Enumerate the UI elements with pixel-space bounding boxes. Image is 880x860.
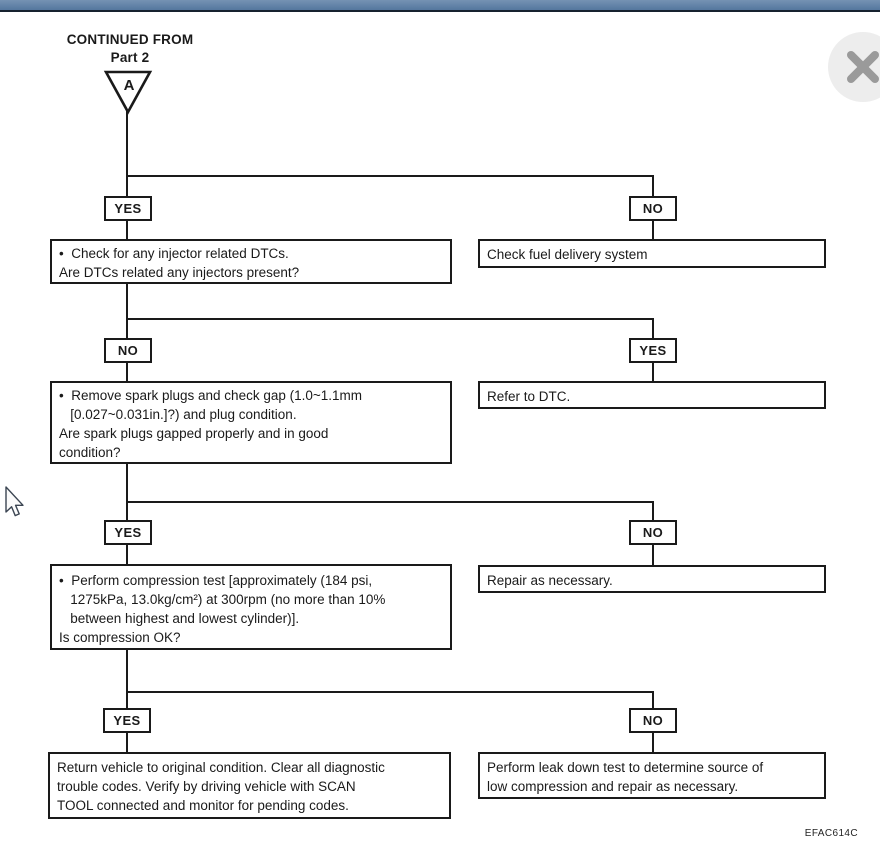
step-text-line: condition? (59, 445, 121, 460)
step-text-line: 1275kPa, 13.0kg/cm²) at 300rpm (no more … (59, 592, 386, 607)
step-text-line: Perform leak down test to determine sour… (487, 760, 764, 775)
step-box-row4-left: Return vehicle to original condition. Cl… (48, 752, 451, 819)
branch-line-row2 (126, 318, 654, 320)
step-box-row2-left: • Remove spark plugs and check gap (1.0~… (50, 381, 452, 464)
branch-label-row2-right: YES (629, 338, 677, 363)
mouse-cursor-icon (5, 486, 24, 517)
step-text-line: Return vehicle to original condition. Cl… (57, 760, 385, 775)
viewer-top-bar (0, 0, 880, 12)
step-text-line: • Check for any injector related DTCs. (59, 246, 289, 261)
branch-label-row3-right: NO (629, 520, 677, 545)
step-box-row3-right: Repair as necessary. (478, 565, 826, 593)
step-text-line: between highest and lowest cylinder)]. (59, 611, 300, 626)
step-box-row4-right: Perform leak down test to determine sour… (478, 752, 826, 799)
step-text-line: Check fuel delivery system (487, 247, 648, 262)
step-text-line: TOOL connected and monitor for pending c… (57, 798, 349, 813)
step-box-row2-right: Refer to DTC. (478, 381, 826, 409)
connector-a-label: A (124, 77, 135, 94)
continued-from-label: CONTINUED FROM Part 2 (45, 31, 215, 67)
branch-label-row4-left: YES (103, 708, 151, 733)
step-text-line: Refer to DTC. (487, 389, 571, 404)
branch-label-row1-left: YES (104, 196, 152, 221)
branch-label-row1-right: NO (629, 196, 677, 221)
figure-code-label: EFAC614C (804, 828, 858, 839)
step-text-line: Is compression OK? (59, 630, 181, 645)
branch-label-row2-left: NO (104, 338, 152, 363)
continued-from-line1: CONTINUED FROM (66, 32, 194, 47)
step-text-line: • Remove spark plugs and check gap (1.0~… (59, 388, 363, 403)
step-text-line: Repair as necessary. (487, 573, 613, 588)
branch-line-row1 (126, 175, 654, 177)
branch-label-row3-left: YES (104, 520, 152, 545)
step-text-line: • Perform compression test [approximatel… (59, 573, 373, 588)
step-box-row1-left: • Check for any injector related DTCs. A… (50, 239, 452, 284)
step-text-line: Are DTCs related any injectors present? (59, 265, 300, 280)
step-text-line: low compression and repair as necessary. (487, 779, 739, 794)
branch-line-row3 (126, 501, 654, 503)
branch-line-row4 (126, 691, 654, 693)
step-box-row1-right: Check fuel delivery system (478, 239, 826, 268)
close-button[interactable] (828, 32, 880, 102)
branch-label-row4-right: NO (629, 708, 677, 733)
step-text-line: trouble codes. Verify by driving vehicle… (57, 779, 356, 794)
step-text-line: Are spark plugs gapped properly and in g… (59, 426, 329, 441)
connector-a-triangle-icon: A (103, 70, 153, 115)
close-icon (847, 51, 879, 83)
continued-from-line2: Part 2 (110, 50, 150, 65)
step-text-line: [0.027~0.031in.]?) and plug condition. (59, 407, 297, 422)
step-box-row3-left: • Perform compression test [approximatel… (50, 564, 452, 650)
